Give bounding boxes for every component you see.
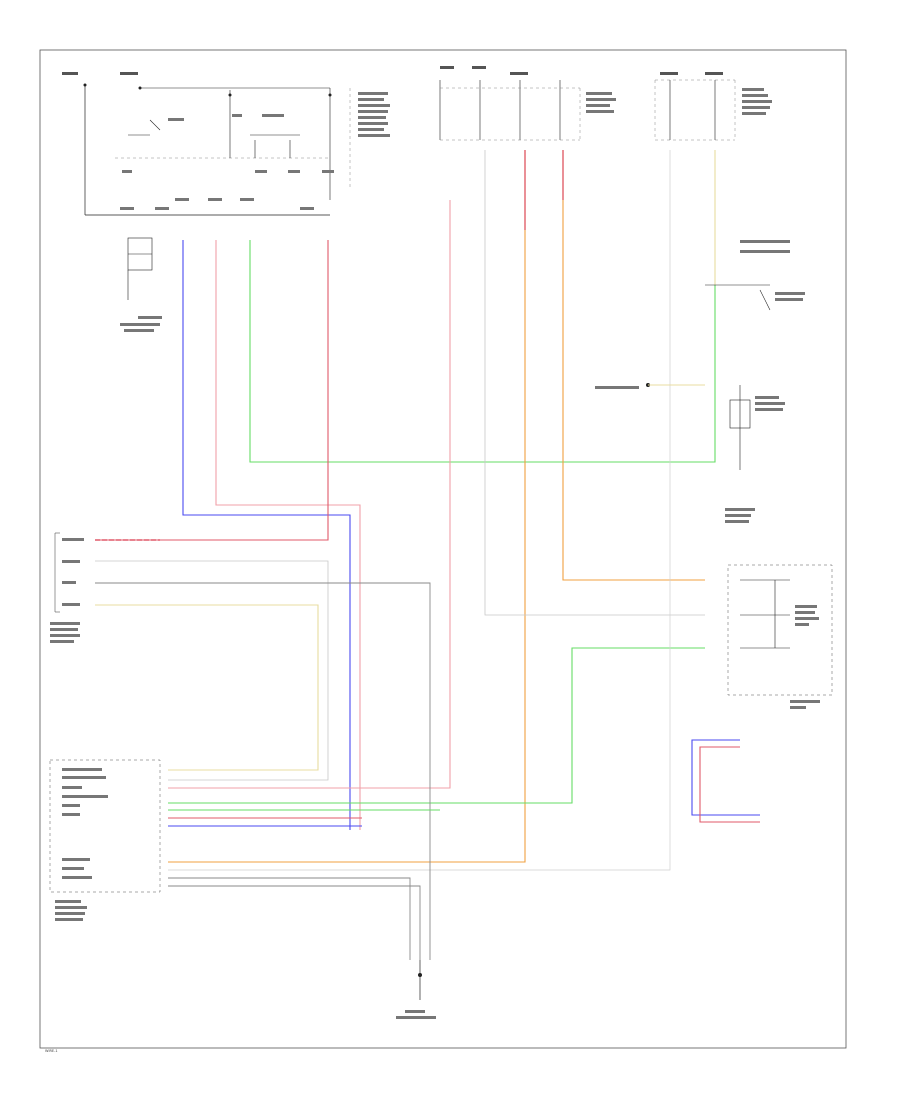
- wire-black-1: [95, 582, 431, 960]
- fuse-block-center: [439, 66, 616, 141]
- ground-symbol-bottom: [396, 960, 436, 1019]
- module-right: [727, 564, 833, 709]
- diagram-border: [39, 49, 847, 1049]
- wire-gray-right: [168, 150, 671, 871]
- wire-black-2: [168, 877, 411, 960]
- wire-gray-lower: [95, 560, 329, 781]
- ground-symbol-left: [120, 237, 162, 332]
- wire-black-3: [168, 885, 421, 960]
- wire-pink-left: [215, 240, 361, 830]
- fuse-block-left: [83, 83, 351, 216]
- wire-orange-right: [562, 150, 705, 581]
- wire-gray-center: [484, 150, 705, 616]
- wire-orange: [168, 150, 526, 863]
- module-bottom-left: [49, 759, 161, 921]
- fuse-block-right: [654, 72, 772, 141]
- wire-blue: [182, 240, 351, 830]
- wire-pink-center: [168, 200, 451, 789]
- wire-pink-right: [699, 746, 760, 823]
- relay-right: [595, 240, 805, 523]
- wire-tan-left: [95, 604, 319, 771]
- footer-id: WIRE-1: [45, 1049, 58, 1053]
- wire-green-upper: [249, 240, 716, 463]
- fuse-left-labels: [62, 72, 390, 210]
- wire-red-left: [95, 240, 329, 541]
- wire-blue-right: [691, 739, 760, 816]
- wire-green-lower: [168, 647, 705, 804]
- connector-switch-left: [50, 532, 84, 643]
